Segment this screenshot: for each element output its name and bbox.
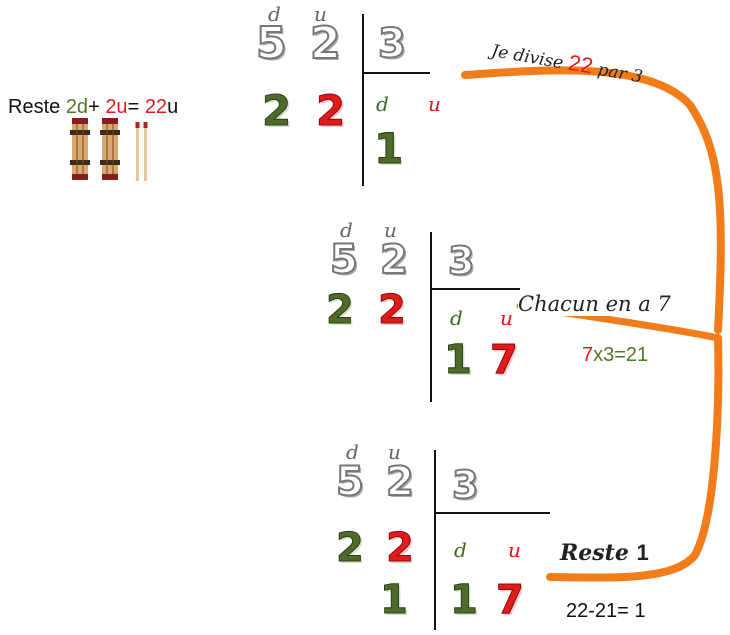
remainder-note: Reste 2d+ 2u= 22u [8, 96, 178, 119]
quotient-units-header: u [500, 306, 513, 330]
division-horizontal-bar [430, 288, 520, 290]
units-header: u [314, 2, 327, 26]
divisor: 3 [447, 239, 475, 283]
division-horizontal-bar [362, 72, 430, 74]
matches-illustration [70, 118, 148, 181]
quotient-tens: 1 [373, 124, 404, 173]
step3-label: Reste 1 [560, 540, 649, 566]
tens-header: d [346, 440, 359, 464]
quotient-units: 7 [496, 577, 525, 623]
units-header: u [388, 440, 401, 464]
divisor: 3 [451, 463, 479, 507]
note-d-value: 2d [65, 96, 89, 118]
tens-header: d [340, 218, 353, 242]
single-match-icon [135, 122, 148, 181]
dividend-units: 2 [379, 237, 409, 283]
division-vertical-bar [362, 14, 364, 186]
connector-path-top [461, 66, 725, 334]
note-total: 22 [144, 96, 168, 118]
quotient-units: 7 [490, 337, 519, 383]
quotient-tens-header: d [454, 538, 467, 562]
remainder-tens: 2 [326, 287, 355, 333]
remainder-final-tens: 1 [380, 577, 409, 623]
quotient-tens-header: d [450, 306, 463, 330]
division-vertical-bar [430, 232, 432, 402]
mult-rest: x3=21 [593, 344, 649, 366]
note-plus: + [88, 96, 106, 118]
step2-label: Chacun en a 7 [518, 292, 671, 316]
dividend-tens: 5 [335, 459, 365, 505]
note-eq: = [127, 96, 145, 118]
quotient-tens: 1 [450, 577, 479, 623]
quotient-tens: 1 [444, 337, 473, 383]
divisor: 3 [377, 21, 407, 67]
remainder-tens: 2 [336, 525, 365, 571]
remainder-units: 2 [386, 525, 415, 571]
remainder-units: 2 [378, 287, 407, 333]
dividend-tens: 5 [329, 237, 359, 283]
mult-factor: 7 [582, 344, 594, 366]
step3-calculation: 22-21= 1 [566, 600, 646, 622]
quotient-units-header: u [428, 92, 441, 116]
note-u-value: 2u [105, 96, 128, 118]
dividend-units: 2 [385, 459, 415, 505]
dividend-units: 2 [309, 18, 342, 69]
quotient-tens-header: d [376, 92, 389, 116]
note-prefix: Reste [8, 96, 66, 118]
connector-path-bottom [546, 334, 723, 582]
remainder-units: 2 [315, 86, 346, 135]
note-unit: u [167, 96, 179, 118]
match-bundle-icon [70, 118, 90, 180]
step3-remainder: 1 [636, 540, 649, 565]
dividend-tens: 5 [255, 18, 288, 69]
step2-multiplication: 7x3=21 [582, 344, 648, 367]
remainder-tens: 2 [261, 86, 292, 135]
quotient-units-header: u [508, 538, 521, 562]
division-vertical-bar [434, 450, 436, 630]
units-header: u [384, 218, 397, 242]
division-horizontal-bar [434, 512, 550, 514]
tens-header: d [268, 2, 281, 26]
match-bundle-icon [100, 118, 120, 180]
step3-title: Reste [560, 540, 637, 566]
